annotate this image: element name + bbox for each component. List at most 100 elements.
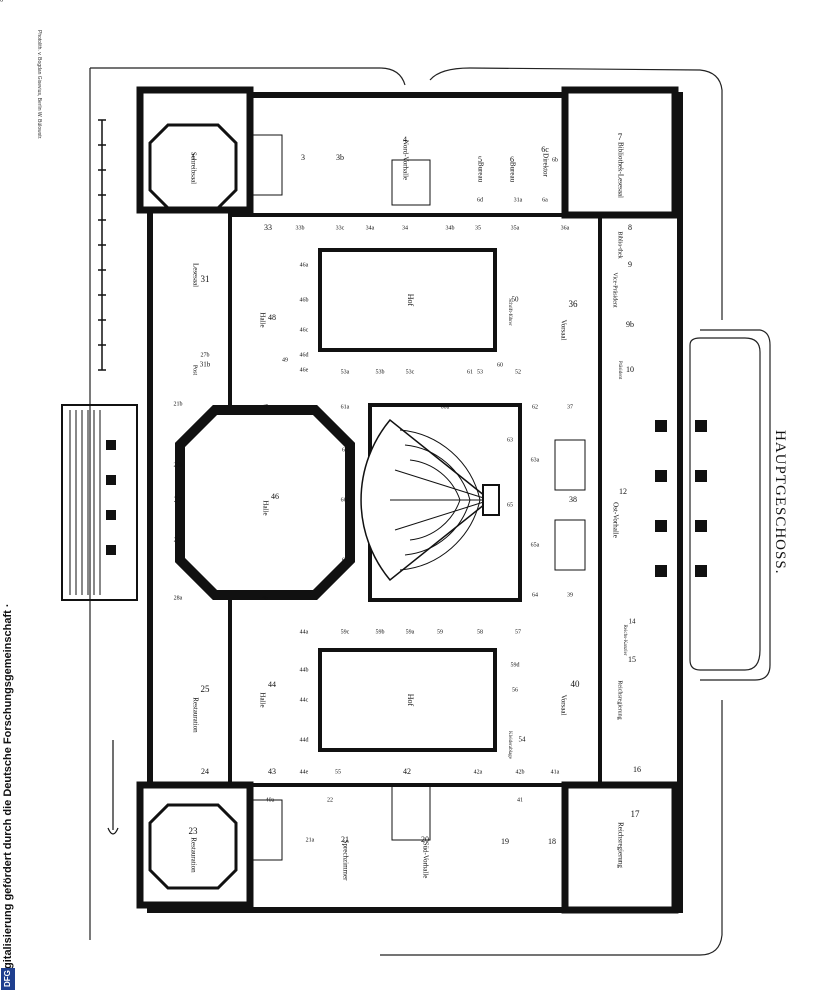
corridor-label-37: 37 <box>567 404 573 410</box>
corridor-label-63a: 63a <box>531 457 540 463</box>
corridor-label-46d: 46d <box>300 352 309 358</box>
corridor-label-59a: 59a <box>406 629 415 635</box>
corridor-label-67: 67 <box>342 557 348 563</box>
corridor-label-42b: 42b <box>516 769 525 775</box>
corridor-label-6d: 6d <box>477 197 483 203</box>
corridor-label-28b: 28b <box>174 462 183 468</box>
site-boundary <box>89 67 771 956</box>
corridor-label-65a: 65a <box>531 542 540 548</box>
corridor-label-34a: 34a <box>366 225 375 231</box>
room-31-name: Lesesaal <box>191 263 199 287</box>
corridor-label-33b: 33b <box>296 225 305 231</box>
corridor-label-60: 60 <box>497 362 503 368</box>
corridor-label-46c: 46c <box>300 327 309 333</box>
room-50-name: Schrift-führer <box>507 298 512 326</box>
corridor-label-40a: 40a <box>266 797 275 803</box>
room-5-number: 5 <box>478 155 482 164</box>
room-27-number: 27 <box>174 495 182 504</box>
room-48-number: 48 <box>268 313 276 322</box>
room-20-name: Süd-Vorhalle <box>421 842 429 879</box>
room-9-number: 9 <box>628 260 632 269</box>
room-labels: 1 Schreibsaal 3 3b 4 Nord-Vorhalle 5 Bur… <box>174 132 641 881</box>
room-40-name: Vorsaal <box>559 695 567 716</box>
room-54-name: Kleiderablage <box>507 731 512 760</box>
corridor-label-56: 56 <box>512 687 518 693</box>
room-9-name: Vice-Präsident <box>612 272 618 308</box>
room-6-name: Bureau <box>508 162 516 183</box>
corridor-label-59: 59 <box>437 629 443 635</box>
corridor-label-59b: 59b <box>376 629 385 635</box>
room-20-number: 20 <box>421 835 429 844</box>
room-31b-number: 31b <box>200 361 211 369</box>
corridor-label-36a: 36a <box>561 225 570 231</box>
corridor-label-55: 55 <box>335 769 341 775</box>
room-12-name: Ost-Vorhalle <box>611 502 619 538</box>
room-21-number: 21 <box>341 835 349 844</box>
room-31-number: 31 <box>201 274 210 284</box>
room-48-name: Halle <box>258 312 266 327</box>
staircases <box>251 134 586 861</box>
corridor-label-63: 63 <box>507 437 513 443</box>
room-43-number: 43 <box>268 767 276 776</box>
room-46-number: 46 <box>271 492 279 501</box>
room-44-number: 44 <box>268 680 276 689</box>
room-36-number: 36 <box>569 299 579 309</box>
room-1-name: Schreibsaal <box>189 152 197 184</box>
corridor-label-44e: 44e <box>300 769 309 775</box>
room-25-number: 25 <box>201 684 211 694</box>
room-50-number: 50 <box>512 296 520 304</box>
north-arrow-icon <box>107 740 119 835</box>
corridor-label-66a: 66a <box>341 497 350 503</box>
corridor-label-6a: 6a <box>542 197 548 203</box>
court-south-label: Hof <box>406 694 415 707</box>
lithographer-credit: Photolith. v. Bogdan Gisevius, Berlin W.… <box>36 30 42 140</box>
room-21-name: Sprechzimmer <box>341 840 349 881</box>
corridor-label-68: 68 <box>0 0 3 3</box>
corridor-label-53c: 53c <box>406 369 415 375</box>
corridor-label-61: 61 <box>467 369 473 375</box>
corridor-label-44a: 44a <box>300 629 309 635</box>
corridor-label-31a: 31a <box>514 197 523 203</box>
room-7-name: Bibliothek-Lesesaal <box>616 142 624 198</box>
corridor-label-44d: 44d <box>300 737 309 743</box>
room-8-name: Biblio-thek <box>617 231 623 258</box>
room-31b-name: Post <box>192 365 198 376</box>
room-33-number: 33 <box>264 223 272 232</box>
corridor-label-44c: 44c <box>300 697 309 703</box>
room-3-number: 3 <box>301 153 305 162</box>
room-54-number: 54 <box>519 736 527 744</box>
room-14-name: Reichs-Kanzler <box>622 624 627 655</box>
room-6c-name: Direktor <box>541 153 549 177</box>
corridor-label-27b: 27b <box>201 352 210 358</box>
corridor-label-61a: 61a <box>341 404 350 410</box>
room-1-number: 1 <box>191 152 196 162</box>
corridor-label-35: 35 <box>475 225 481 231</box>
room-18-number: 18 <box>548 837 556 846</box>
room-10-name: Präsident <box>617 361 622 380</box>
room-8-number: 8 <box>628 223 632 232</box>
plan-title: HAUPTGESCHOSS. <box>772 430 788 575</box>
room-10-number: 10 <box>626 365 634 374</box>
room-42-number: 42 <box>403 767 411 776</box>
room-7-number: 7 <box>618 132 623 142</box>
building-walls <box>61 86 707 914</box>
room-15-number: 15 <box>628 655 636 664</box>
room-25-name: Restauration <box>191 697 199 733</box>
corridor-label-46a: 46a <box>300 262 309 268</box>
room-19-number: 19 <box>501 837 509 846</box>
room-17-name: Reichsregierung <box>616 822 624 868</box>
corridor-label-41a: 41a <box>551 769 560 775</box>
corridor-label-42a: 42a <box>474 769 483 775</box>
corridor-label-58: 58 <box>477 629 483 635</box>
room-38-number: 38 <box>569 495 577 504</box>
corridor-label-21a: 21a <box>306 837 315 843</box>
corridor-label-22: 22 <box>327 797 333 803</box>
corridor-label-53: 53 <box>477 369 483 375</box>
room-6c-number: 6c <box>541 145 549 154</box>
room-40-number: 40 <box>571 679 581 689</box>
corridor-label-35a: 35a <box>511 225 520 231</box>
room-23-name: Restauration <box>189 837 197 873</box>
corridor-label-28a: 28a <box>174 595 183 601</box>
scale-bar <box>98 119 106 371</box>
